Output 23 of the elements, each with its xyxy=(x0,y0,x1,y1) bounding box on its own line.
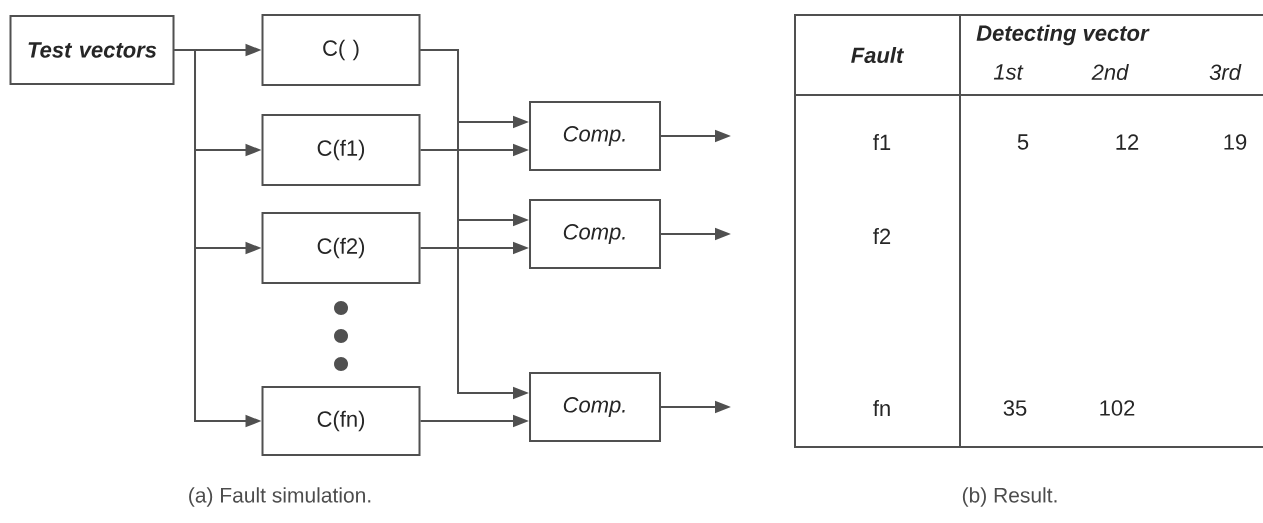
comparator-box: Comp. xyxy=(529,199,661,269)
cell-value: 102 xyxy=(1100,400,1135,416)
cell-value: 5 xyxy=(1017,134,1029,150)
cell-value: 19 xyxy=(1224,134,1247,150)
column-header: Detecting vector xyxy=(976,24,1150,46)
circuit-box: C(fn) xyxy=(261,386,421,456)
row-label: fn xyxy=(873,400,890,416)
column-header: 2nd xyxy=(1091,63,1129,81)
circuit-box: C(f1) xyxy=(261,114,421,186)
comparator-box: Comp. xyxy=(529,372,661,442)
circuit-box: C(f2) xyxy=(261,212,421,284)
comparator-box: Comp. xyxy=(529,101,661,171)
row-label: f1 xyxy=(873,134,891,150)
cell-value: 12 xyxy=(1116,134,1139,150)
row-label: f2 xyxy=(873,228,891,244)
figure-caption: (a) Fault simulation. xyxy=(189,487,371,507)
circuit-box: C( ) xyxy=(261,14,421,86)
column-header: 1st xyxy=(993,64,1024,80)
figure-caption: (b) Result. xyxy=(962,487,1057,507)
input-box: Test vectors xyxy=(9,15,175,85)
column-header: 3rd xyxy=(1209,63,1242,81)
column-header: Fault xyxy=(851,46,905,64)
cell-value: 35 xyxy=(1003,400,1027,416)
